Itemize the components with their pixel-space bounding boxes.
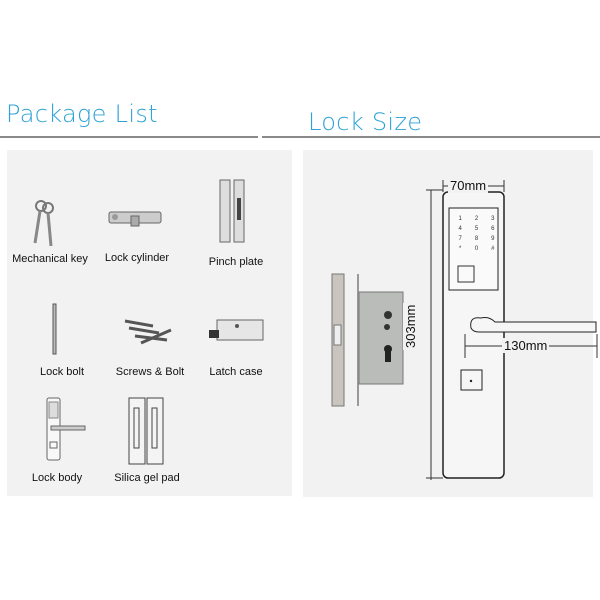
height-dimension: 303mm	[403, 302, 418, 350]
item-label: Mechanical key	[12, 253, 88, 265]
lock-body-icon	[46, 397, 86, 461]
keypad-key[interactable]: 4	[458, 226, 462, 232]
keypad-key[interactable]: 3	[491, 216, 495, 222]
keypad-key[interactable]: #	[491, 246, 495, 252]
item-label: Lock bolt	[39, 366, 85, 378]
lock-front-diagram	[426, 180, 598, 480]
item-label: Pinch plate	[208, 256, 264, 268]
item-label: Lock cylinder	[104, 252, 170, 264]
screws-icon	[124, 319, 172, 345]
keypad-key[interactable]: 2	[474, 216, 479, 222]
mortise-lock-icon	[331, 273, 404, 407]
keypad-key[interactable]: 6	[491, 226, 495, 232]
item-label: Latch case	[209, 366, 263, 378]
keypad-key[interactable]: 8	[474, 236, 479, 242]
keypad-key[interactable]: 9	[491, 236, 495, 242]
handle-dimension: 130mm	[502, 338, 550, 353]
lock-size-title: Lock Size	[308, 108, 423, 136]
keypad-key[interactable]: 0	[474, 246, 479, 252]
lock-size-panel: 1 2 3 4 5 6 7 8 9 * 0 # 70mm 303mm 130mm	[303, 150, 598, 497]
keypad-key[interactable]: *	[458, 246, 462, 252]
keypad: 1 2 3 4 5 6 7 8 9 * 0 #	[452, 216, 501, 252]
latch-case-icon	[209, 319, 264, 341]
pinch-plate-icon	[219, 179, 245, 243]
lock-cylinder-icon	[108, 211, 162, 227]
keys-icon	[33, 200, 54, 247]
width-dimension: 70mm	[448, 178, 489, 193]
keypad-key[interactable]: 7	[458, 236, 462, 242]
keypad-key[interactable]: 1	[458, 216, 462, 222]
divider	[0, 136, 258, 138]
package-list-panel: Mechanical key Lock cylinder Pinch plate…	[7, 150, 292, 496]
silica-pad-icon	[128, 397, 164, 465]
divider	[262, 136, 600, 138]
item-label: Screws & Bolt	[115, 366, 185, 378]
item-label: Silica gel pad	[114, 472, 180, 484]
lock-bolt-icon	[52, 303, 57, 355]
keypad-key[interactable]: 5	[474, 226, 479, 232]
package-list-title: Package List	[6, 100, 158, 128]
item-label: Lock body	[31, 472, 83, 484]
